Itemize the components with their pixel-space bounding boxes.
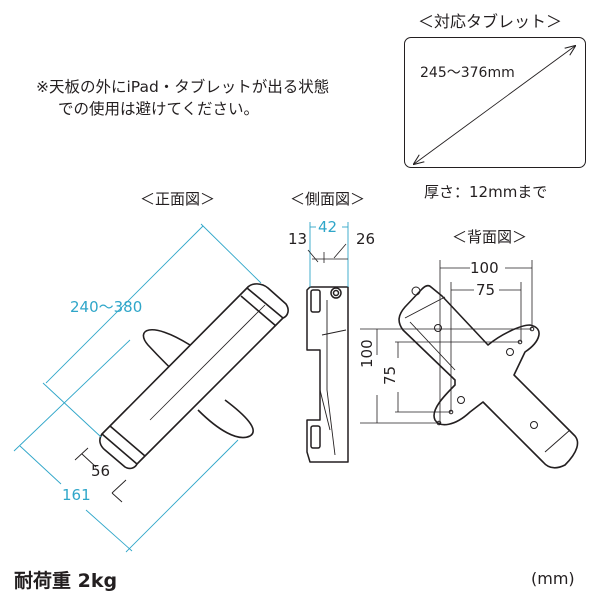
back-hole-pitch-outer-horizontal: 100 — [470, 259, 499, 277]
front-view-title: ＜正面図＞ — [140, 190, 216, 208]
front-end-dimension — [74, 447, 127, 503]
side-total-depth-dimension: 42 — [318, 218, 338, 236]
tablet-diagonal-size: 245～376mm — [420, 65, 515, 81]
side-view-dimensions — [309, 222, 349, 287]
back-hole-pitch-outer-vertical: 100 — [358, 339, 376, 368]
side-left-dimension: 13 — [288, 230, 308, 248]
back-hole-pitch-inner-vertical: 75 — [381, 365, 399, 385]
side-view-title: ＜側面図＞ — [290, 190, 366, 208]
front-length-dimension: 240～380 — [70, 298, 143, 316]
usage-warning-line-1: ※天板の外にiPad・タブレットが出る状態 — [36, 78, 330, 96]
side-view-drawing — [306, 286, 349, 463]
usage-warning-line-2: での使用は避けてください。 — [58, 100, 260, 118]
compatible-tablet-box — [404, 37, 586, 168]
front-end-cap-dimension: 56 — [91, 462, 111, 480]
side-view-leader-lines — [307, 243, 348, 263]
front-view-dimensions — [13, 223, 262, 553]
back-view-title: ＜背面図＞ — [452, 228, 528, 246]
unit-label: (mm) — [531, 569, 575, 588]
tablet-diagonal-arrow — [414, 46, 575, 164]
side-right-dimension: 26 — [356, 230, 376, 248]
front-view-drawing — [99, 283, 289, 470]
tablet-thickness: 厚さ：12mmまで — [424, 183, 548, 201]
usage-warning-note: ※天板の外にiPad・タブレットが出る状態 での使用は避けてください。 — [36, 76, 329, 120]
front-width-dimension: 161 — [62, 486, 91, 504]
back-view-dimensions — [360, 260, 533, 425]
back-hole-pitch-inner-horizontal: 75 — [476, 281, 496, 299]
compatible-tablet-title: ＜対応タブレット＞ — [418, 12, 563, 31]
back-view-drawing — [398, 284, 579, 469]
load-capacity: 耐荷重 2kg — [14, 570, 118, 592]
